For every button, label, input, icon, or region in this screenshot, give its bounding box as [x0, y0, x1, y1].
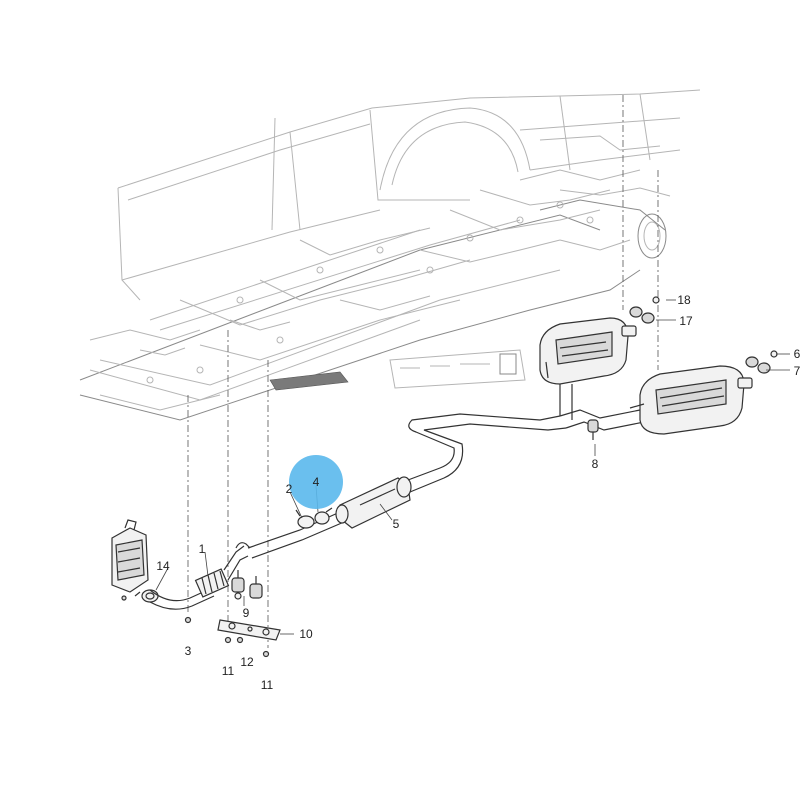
highlight-marker[interactable] — [289, 455, 343, 509]
bracket-10 — [217, 619, 281, 641]
clamp-14 — [134, 589, 159, 603]
catalytic-converter — [111, 519, 149, 593]
callout-9[interactable]: 9 — [243, 606, 250, 620]
callout-4[interactable]: 4 — [313, 475, 320, 489]
clamp-4 — [295, 507, 333, 529]
callout-2[interactable]: 2 — [286, 482, 293, 496]
callout-6[interactable]: 6 — [794, 347, 800, 361]
callout-10[interactable]: 10 — [299, 627, 313, 641]
rear-muffler-left — [539, 317, 637, 385]
callout-3[interactable]: 3 — [185, 644, 192, 658]
callout-17[interactable]: 17 — [679, 314, 693, 328]
resonator-5 — [335, 476, 412, 529]
callout-11-left[interactable]: 11 — [222, 664, 235, 678]
callout-7[interactable]: 7 — [794, 364, 800, 378]
over-axle-pipe — [407, 380, 645, 493]
callout-8[interactable]: 8 — [592, 457, 599, 471]
callout-12[interactable]: 12 — [240, 655, 254, 669]
intermediate-pipe — [247, 511, 345, 559]
alignment-lines — [187, 95, 659, 648]
callout-11-right[interactable]: 11 — [261, 678, 274, 692]
callout-1[interactable]: 1 — [199, 542, 206, 556]
fasteners — [121, 595, 270, 658]
front-pipe-1 — [149, 542, 251, 610]
rear-isolators — [629, 296, 778, 374]
rear-muffler-right — [629, 365, 753, 435]
callout-labels: 1 2 3 4 5 6 7 8 9 10 11 11 12 14 17 18 — [156, 293, 800, 692]
callout-5[interactable]: 5 — [393, 517, 400, 531]
exhaust-system — [111, 296, 778, 658]
callout-14[interactable]: 14 — [156, 559, 170, 573]
hanger-8 — [587, 419, 599, 440]
callout-18[interactable]: 18 — [677, 293, 691, 307]
hangers-9 — [231, 570, 263, 600]
vehicle-underbody — [79, 89, 701, 421]
